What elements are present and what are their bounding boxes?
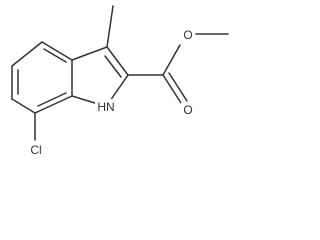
atom-label-chlorine: Cl	[30, 143, 41, 157]
bond-n1-c7a	[71, 95, 99, 105]
double-bond-inner-c4-c3a	[43, 48, 67, 63]
atom-label-nh: HN	[97, 100, 114, 114]
benzene-ring	[11, 41, 73, 114]
double-bond-inner-c7a-c7	[37, 92, 67, 107]
bond-c7-c6	[11, 98, 36, 114]
bond-c4-c3a	[41, 41, 73, 61]
bond-carbonyl-o-double-b	[168, 72, 188, 102]
bond-carbonyl-o-double-a	[162, 74, 182, 104]
bond-c5-c4	[11, 41, 43, 67]
bond-carbonyl-o-single	[162, 44, 181, 76]
atom-label-ester-oxygen: O	[183, 28, 192, 42]
pyrrole-ring	[71, 46, 129, 105]
substituents	[34, 5, 229, 141]
chemical-structure-diagram: Cl HN O O	[11, 5, 229, 157]
atom-label-carbonyl-oxygen: O	[183, 103, 192, 117]
bond-c3a-c3	[71, 46, 108, 61]
bond-c3-methyl	[106, 5, 114, 48]
atom-labels: Cl HN O O	[25, 27, 195, 157]
bond-c7a-c7	[34, 95, 73, 114]
bond-c2-n1	[109, 74, 129, 102]
bond-c3-c2	[106, 46, 129, 76]
double-bond-inner-c3-c2	[104, 55, 122, 78]
